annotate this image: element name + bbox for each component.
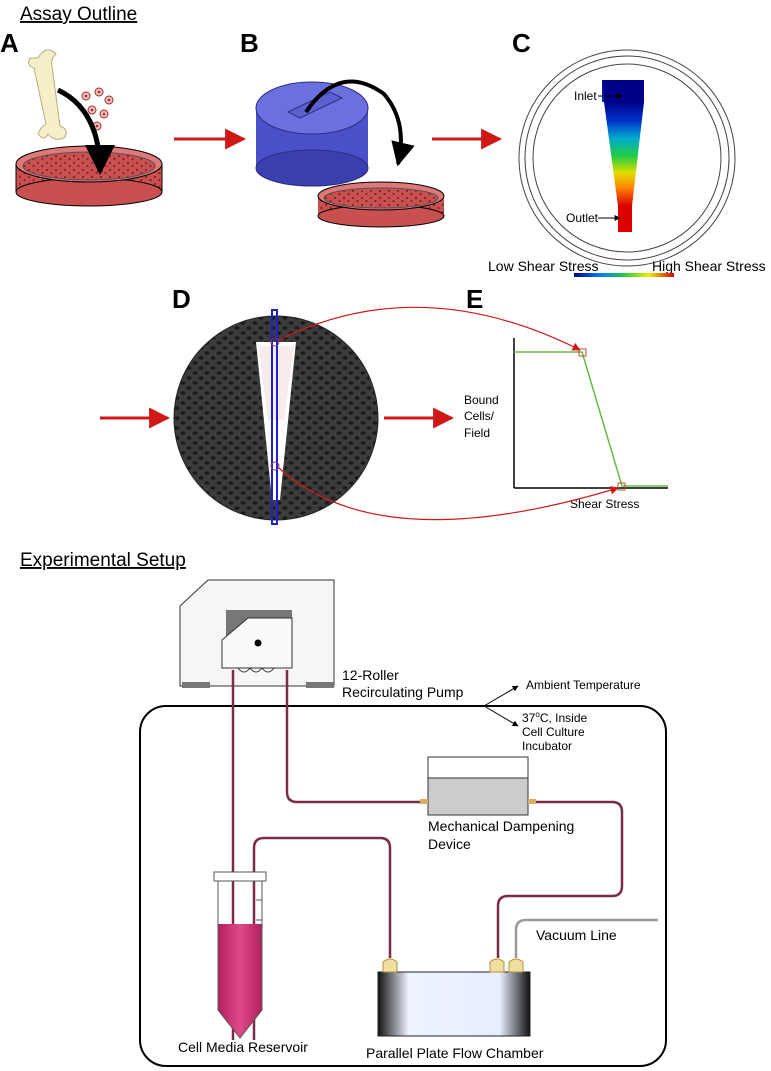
inlet-label: Inlet bbox=[574, 89, 597, 103]
vacuum-label: Vacuum Line bbox=[536, 927, 617, 943]
parallel-plate-flow-chamber bbox=[377, 958, 531, 1037]
dampener-label-line2: Device bbox=[428, 836, 471, 852]
cell-coated-disk bbox=[173, 309, 379, 525]
bone-illustration bbox=[28, 49, 67, 140]
dampener-label-line1: Mechanical Dampening bbox=[428, 818, 574, 834]
e-ylabel-line3: Field bbox=[464, 426, 490, 440]
incubator-pointer bbox=[483, 705, 519, 727]
connector-bottom bbox=[278, 467, 619, 521]
e-ylabel-line1: Bound bbox=[464, 393, 499, 407]
culture-dish-a bbox=[15, 145, 163, 207]
outlet-label: Outlet bbox=[566, 211, 599, 225]
incubator-label-line3: Incubator bbox=[522, 739, 572, 753]
reservoir-label: Cell Media Reservoir bbox=[178, 1039, 308, 1055]
panel-label-c: C bbox=[512, 28, 531, 58]
pour-arrow-a bbox=[56, 87, 115, 175]
panel-label-d: D bbox=[172, 284, 191, 314]
assay-outline-heading: Assay Outline bbox=[20, 4, 137, 25]
e-xlabel: Shear Stress bbox=[570, 497, 639, 511]
ambient-pointer bbox=[483, 685, 519, 707]
incubator-label-line2: Cell Culture bbox=[522, 725, 585, 739]
panel-label-a: A bbox=[0, 28, 19, 58]
experimental-setup-heading: Experimental Setup bbox=[20, 550, 186, 571]
panel-label-b: B bbox=[240, 28, 259, 58]
tubing bbox=[231, 670, 624, 1040]
pump-label-line2: Recirculating Pump bbox=[342, 684, 464, 700]
binding-plot bbox=[513, 338, 668, 491]
peristaltic-pump bbox=[179, 579, 335, 688]
connector-top bbox=[278, 306, 581, 351]
degree-symbol: o bbox=[535, 710, 540, 719]
low-shear-label: Low Shear Stress bbox=[488, 258, 599, 274]
culture-dish-b bbox=[317, 181, 445, 228]
panel-label-e: E bbox=[466, 284, 483, 314]
incubator-temp-value: 37 bbox=[522, 711, 536, 725]
incubator-label-line1: 37oC, Inside bbox=[522, 710, 587, 725]
incubator-label-rest: C, Inside bbox=[540, 711, 588, 725]
shear-stress-chamber bbox=[518, 49, 736, 267]
shear-color-scale bbox=[574, 273, 674, 277]
flip-arrow-b bbox=[304, 79, 415, 167]
chamber-label: Parallel Plate Flow Chamber bbox=[366, 1045, 544, 1061]
cell-media-reservoir bbox=[213, 871, 267, 1039]
e-ylabel-line2: Cells/ bbox=[464, 409, 495, 423]
vacuum-line bbox=[514, 918, 658, 958]
cell-suspension-icon bbox=[81, 87, 114, 131]
ambient-label: Ambient Temperature bbox=[526, 678, 641, 692]
flow-chamber-insert bbox=[255, 81, 369, 187]
high-shear-label: High Shear Stress bbox=[652, 258, 766, 274]
pump-label-line1: 12-Roller bbox=[342, 667, 399, 683]
incubator-boundary bbox=[139, 705, 667, 1067]
mechanical-dampening-device bbox=[420, 756, 536, 816]
